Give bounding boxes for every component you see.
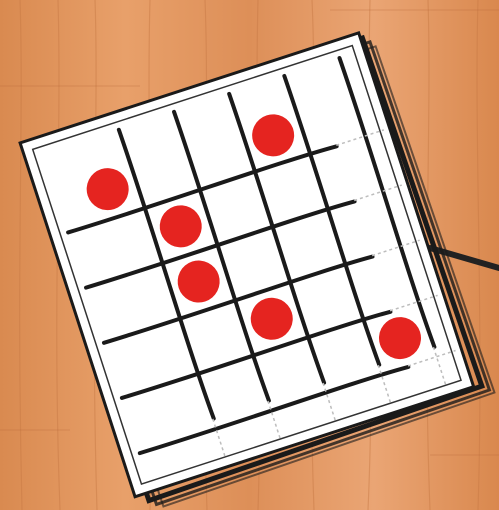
game-scene [0,0,499,510]
